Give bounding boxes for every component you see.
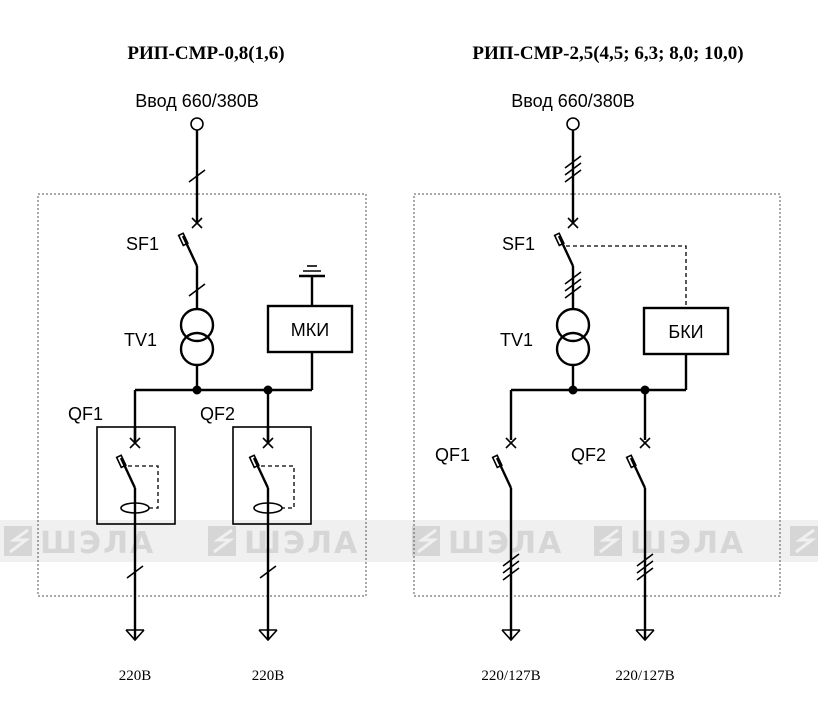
qf1-label-left: QF1 bbox=[68, 404, 103, 424]
tv1-label-right: TV1 bbox=[500, 330, 533, 350]
output1-label-right: 220/127В bbox=[481, 668, 540, 684]
junction-dot bbox=[192, 385, 202, 395]
junction-dot bbox=[568, 385, 578, 395]
qf2-label-right: QF2 bbox=[571, 445, 606, 465]
watermark-logo-icon bbox=[594, 526, 622, 556]
sf1-label-left: SF1 bbox=[126, 234, 159, 254]
module-box-right bbox=[642, 306, 730, 356]
circuit-breaker-icon bbox=[115, 426, 159, 640]
watermark-logo-icon bbox=[412, 526, 440, 556]
phase-tick-icon bbox=[259, 565, 277, 579]
module-label-right: БКИ bbox=[668, 322, 703, 342]
phase-tick-icon bbox=[502, 553, 520, 581]
input-label-right: Ввод 660/380В bbox=[511, 91, 635, 111]
watermark-text: ШЭЛА bbox=[448, 526, 563, 561]
tv1-label-left: TV1 bbox=[124, 330, 157, 350]
watermark-logo-icon bbox=[4, 526, 32, 556]
module-box-left bbox=[266, 304, 354, 354]
output2-label-left: 220В bbox=[252, 668, 285, 684]
diagram-title-right: РИП-СМР-2,5(4,5; 6,3; 8,0; 10,0) bbox=[472, 43, 743, 64]
terminal-circle-icon bbox=[566, 117, 580, 131]
phase-tick-icon bbox=[188, 169, 206, 183]
output-arrow-icon bbox=[258, 629, 278, 642]
output-arrow-icon bbox=[501, 629, 521, 642]
transformer-icon bbox=[179, 307, 215, 367]
output-arrow-icon bbox=[635, 629, 655, 642]
phase-tick-icon bbox=[564, 271, 582, 299]
output1-label-left: 220В bbox=[119, 668, 152, 684]
schematic-right: РИП-СМР-2,5(4,5; 6,3; 8,0; 10,0) Ввод 66… bbox=[413, 43, 781, 684]
output2-label-right: 220/127В bbox=[615, 668, 674, 684]
circuit-breaker-icon bbox=[177, 217, 203, 310]
circuit-breaker-icon bbox=[625, 437, 651, 640]
watermark-logo-icon bbox=[208, 526, 236, 556]
circuit-breaker-icon bbox=[491, 437, 517, 640]
module-label-left: МКИ bbox=[291, 320, 329, 340]
qf2-label-left: QF2 bbox=[200, 404, 235, 424]
schematic-left: РИП-СМР-0,8(1,6) Ввод 660/380В SF1 TV1 bbox=[37, 43, 367, 684]
phase-tick-icon bbox=[126, 565, 144, 579]
phase-tick-icon bbox=[636, 553, 654, 581]
watermark-text: ШЭЛА bbox=[40, 526, 155, 561]
output-arrow-icon bbox=[125, 629, 145, 642]
watermark-text: ШЭЛА bbox=[244, 526, 359, 561]
sf1-label-right: SF1 bbox=[502, 234, 535, 254]
feeder2-box-left bbox=[232, 426, 312, 525]
terminal-circle-icon bbox=[190, 117, 204, 131]
ground-icon bbox=[299, 265, 325, 278]
trip-link-dashed bbox=[566, 245, 687, 308]
watermark-band: ШЭЛА ШЭЛА ШЭЛА ШЭЛА bbox=[0, 520, 818, 562]
input-label-left: Ввод 660/380В bbox=[135, 91, 259, 111]
circuit-breaker-icon bbox=[553, 217, 579, 310]
transformer-icon bbox=[555, 307, 591, 367]
qf1-label-right: QF1 bbox=[435, 445, 470, 465]
watermark-text: ШЭЛА bbox=[630, 526, 745, 561]
enclosure-left bbox=[37, 193, 367, 597]
watermark-logo-icon bbox=[790, 526, 818, 556]
phase-tick-icon bbox=[188, 283, 206, 297]
diagram-title-left: РИП-СМР-0,8(1,6) bbox=[127, 43, 284, 64]
circuit-breaker-icon bbox=[248, 426, 295, 640]
phase-tick-icon bbox=[564, 155, 582, 183]
